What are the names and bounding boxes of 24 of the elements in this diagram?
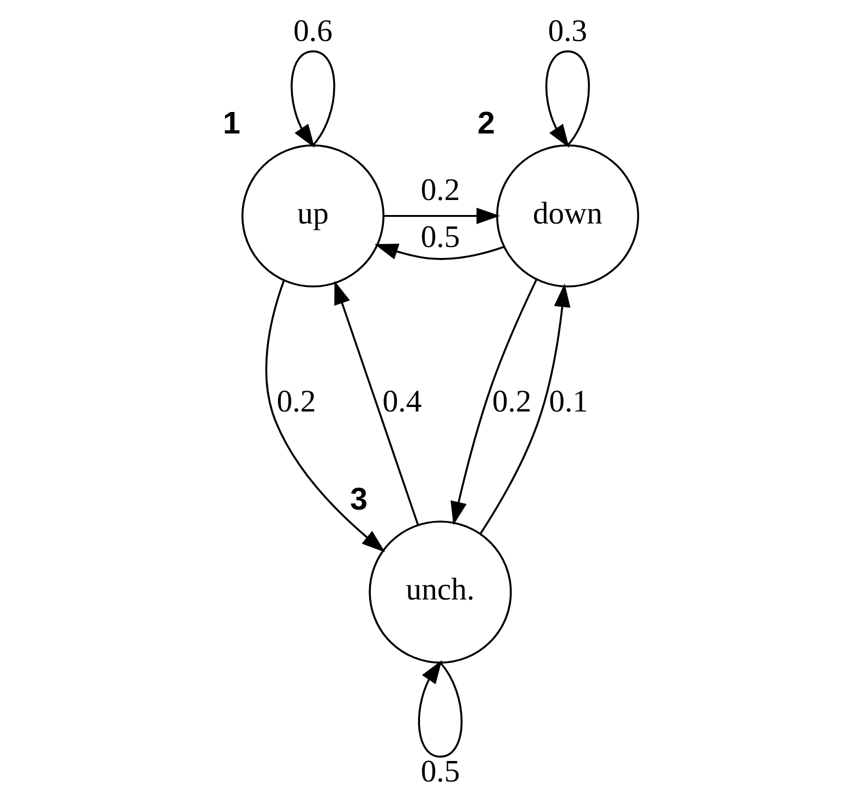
arrow — [374, 244, 504, 260]
arrow — [450, 280, 537, 526]
edge-label: 0.1 — [548, 383, 588, 418]
edge-label: 0.5 — [420, 218, 460, 254]
arrow — [334, 280, 418, 526]
arrow — [290, 50, 335, 148]
arrow — [544, 50, 590, 148]
arrow — [264, 280, 385, 552]
arrow — [479, 283, 570, 534]
node-circle: unch. — [368, 520, 512, 664]
edge-label: 0.2 — [420, 172, 460, 207]
node-label: 1 — [222, 105, 240, 140]
edge-label: 0.4 — [382, 383, 422, 418]
edge-label: 0.6 — [292, 13, 332, 48]
node-label: 2 — [477, 105, 494, 140]
edge-label: 0.5 — [420, 754, 460, 789]
edge-label: 0.2 — [276, 383, 316, 418]
edge-label: 0.3 — [548, 13, 587, 48]
node-circle: up — [240, 144, 384, 288]
edge-label: 0.2 — [492, 383, 531, 418]
arrow — [418, 660, 462, 758]
node-circle: down — [496, 144, 639, 288]
arrow — [383, 208, 500, 224]
node-label: 3 — [350, 481, 368, 516]
